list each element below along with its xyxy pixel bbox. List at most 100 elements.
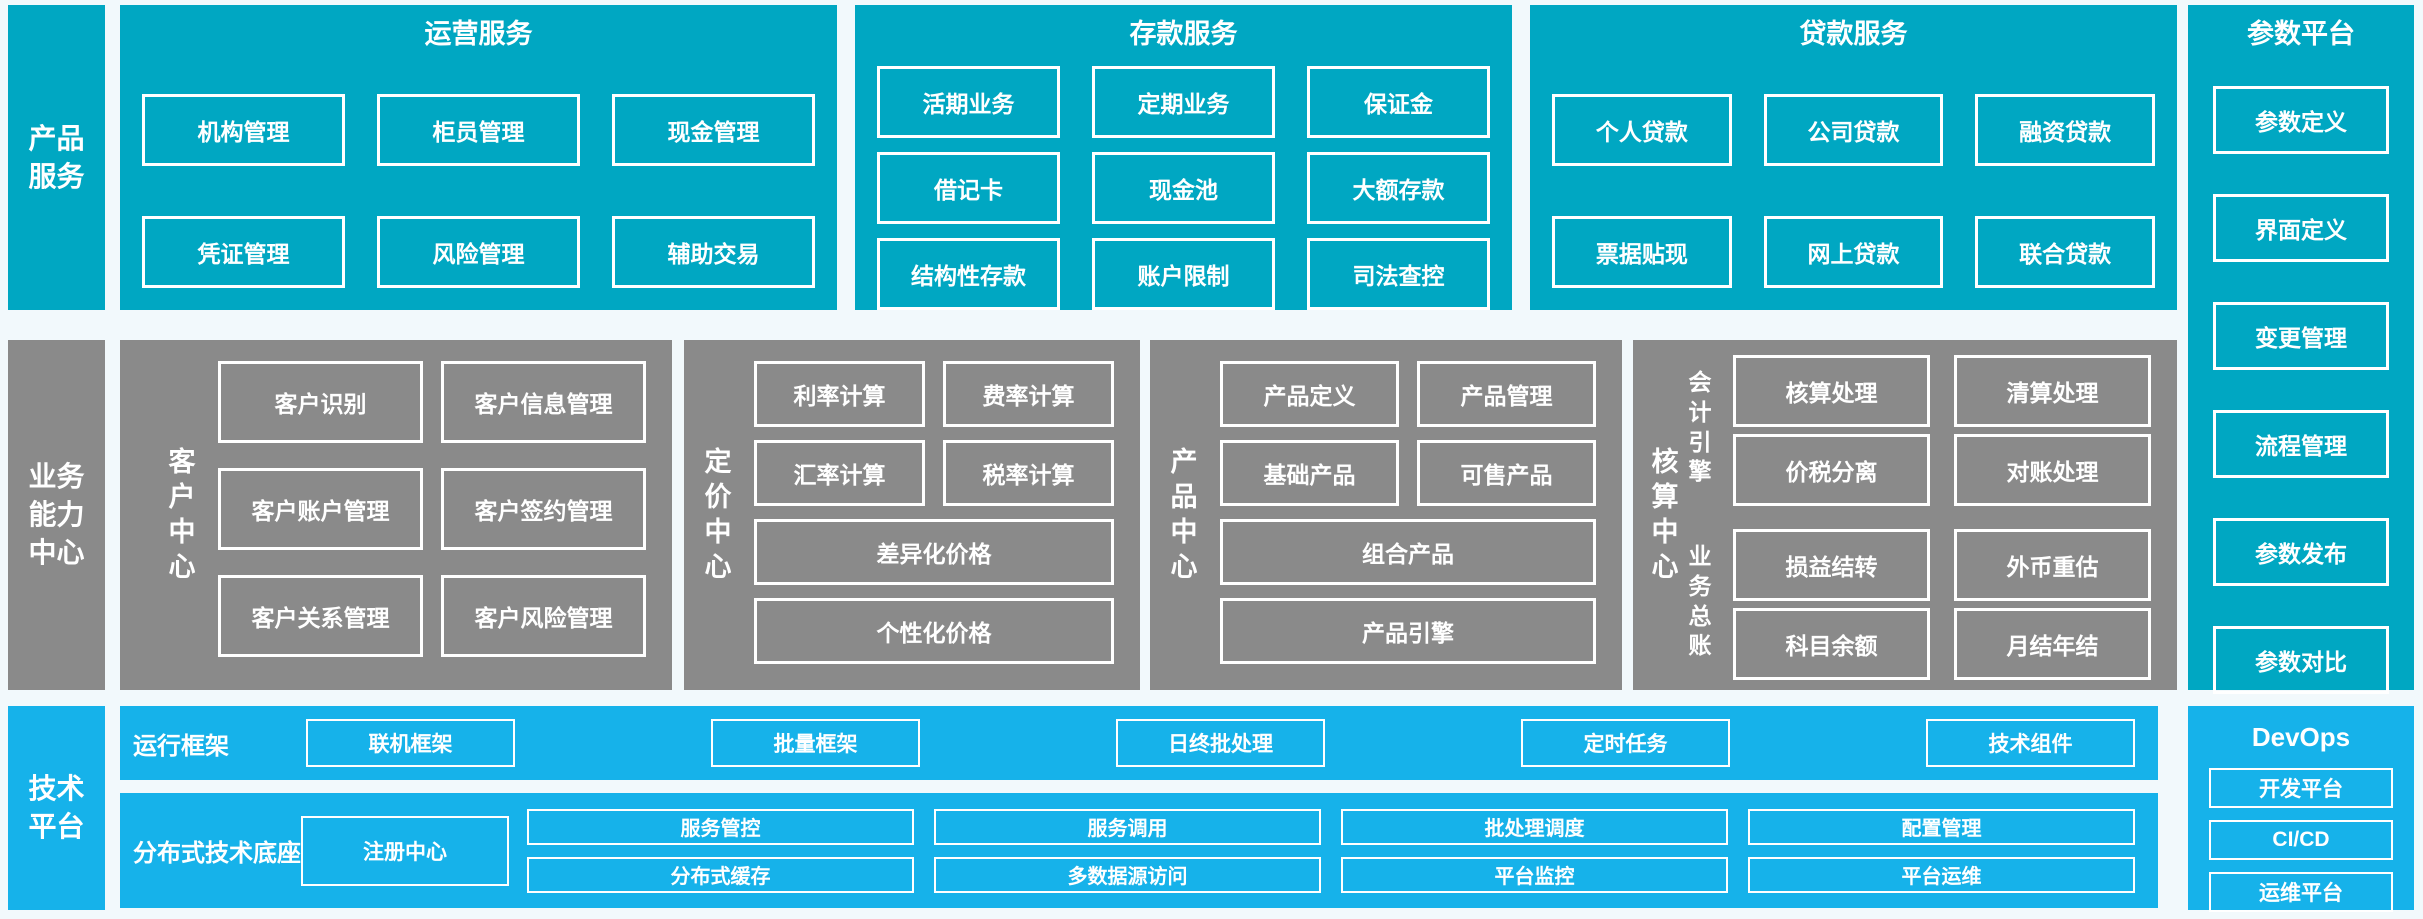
diagram-box: 保证金 [1307,66,1490,139]
band-runtime-framework: 运行框架 联机框架 批量框架 日终批处理 定时任务 技术组件 [120,706,2158,780]
diagram-box: 差异化价格 [754,519,1114,585]
diagram-box: 清算处理 [1954,355,2151,427]
panel-loan-services: 贷款服务 个人贷款 公司贷款 融资贷款 票据贴现 网上贷款 联合贷款 [1530,5,2177,310]
diagram-box: 客户账户管理 [218,468,423,550]
diagram-box: 客户签约管理 [441,468,646,550]
diagram-box: 产品管理 [1417,361,1596,427]
panel-title: 存款服务 [1129,19,1238,49]
diagram-box: 现金管理 [612,94,815,167]
diagram-box: 联机框架 [306,719,515,767]
deposit-grid: 活期业务 定期业务 保证金 借记卡 现金池 大额存款 结构性存款 账户限制 司法… [855,66,1512,311]
diagram-box: 汇率计算 [754,440,925,506]
diagram-box: 对账处理 [1954,434,2151,506]
diagram-box: 科目余额 [1733,608,1930,680]
diagram-box: 大额存款 [1307,152,1490,225]
diagram-box: 现金池 [1092,152,1275,225]
panel-accounting-center: 核算中心 会计引擎 核算处理 清算处理 价税分离 对账处理 业务总账 损益结转 … [1633,340,2177,690]
business-ledger-group: 业务总账 损益结转 外币重估 科目余额 月结年结 [1687,529,2151,680]
diagram-box: 税率计算 [943,440,1114,506]
diagram-box: 批量框架 [711,719,920,767]
diagram-box: 客户关系管理 [218,575,423,657]
group-vertical-label: 会计引擎 [1688,368,1712,485]
diagram-box: CI/CD [2209,820,2393,860]
diagram-box: 价税分离 [1733,434,1930,506]
diagram-box: 辅助交易 [612,216,815,289]
rail-label-business-capability: 业务能力中心 [8,340,105,690]
diagram-box: 利率计算 [754,361,925,427]
diagram-box: 客户信息管理 [441,361,646,443]
diagram-box: 服务调用 [934,808,1321,845]
diagram-box: 月结年结 [1954,608,2151,680]
panel-title: 贷款服务 [1799,19,1908,49]
diagram-box: 参数定义 [2213,86,2389,155]
band-label: 运行框架 [133,732,229,760]
registry-center-box: 注册中心 [301,815,509,886]
diagram-box: 联合贷款 [1975,216,2155,289]
diagram-box: 活期业务 [877,66,1060,139]
rail-label-text: 业务能力中心 [28,461,85,568]
diagram-box: 运维平台 [2209,872,2393,912]
runtime-boxes: 联机框架 批量框架 日终批处理 定时任务 技术组件 [306,719,2135,767]
diagram-box: 网上贷款 [1763,216,1944,289]
diagram-box: 账户限制 [1092,238,1275,311]
diagram-box: 配置管理 [1748,808,2135,845]
diagram-box: 结构性存款 [877,238,1060,311]
rail-label-text: 技术平台 [28,773,85,842]
diagram-box: 分布式缓存 [527,856,914,893]
diagram-box: 变更管理 [2213,302,2389,371]
center-vertical-label: 客户中心 [168,446,196,583]
panel-operation-services: 运营服务 机构管理 柜员管理 现金管理 凭证管理 风险管理 辅助交易 [120,5,837,310]
distributed-grid: 服务管控 服务调用 批处理调度 配置管理 分布式缓存 多数据源访问 平台监控 平… [527,808,2135,893]
panel-pricing-center: 定价中心 利率计算 费率计算 汇率计算 税率计算 差异化价格 个性化价格 [684,340,1140,690]
diagram-box: 平台监控 [1341,856,1728,893]
diagram-box: 借记卡 [877,152,1060,225]
rail-label-technology-platform: 技术平台 [8,706,105,910]
parameter-list: 参数定义 界面定义 变更管理 流程管理 参数发布 参数对比 [2188,86,2414,695]
diagram-box: 票据贴现 [1552,216,1732,289]
diagram-box: 费率计算 [943,361,1114,427]
pricing-grid: 利率计算 费率计算 汇率计算 税率计算 差异化价格 个性化价格 [754,361,1114,664]
diagram-box: 基础产品 [1220,440,1399,506]
diagram-box: 界面定义 [2213,194,2389,263]
accounting-engine-group: 会计引擎 核算处理 清算处理 价税分离 对账处理 [1687,355,2151,506]
diagram-box: 服务管控 [527,808,914,845]
panel-title: 参数平台 [2247,19,2355,49]
diagram-box: 平台运维 [1748,856,2135,893]
panel-parameter-platform: 参数平台 参数定义 界面定义 变更管理 流程管理 参数发布 参数对比 [2188,5,2414,695]
diagram-box: 司法查控 [1307,238,1490,311]
panel-deposit-services: 存款服务 活期业务 定期业务 保证金 借记卡 现金池 大额存款 结构性存款 账户… [855,5,1512,311]
diagram-box: 核算处理 [1733,355,1930,427]
diagram-box: 组合产品 [1220,519,1596,585]
rail-label-text: 产品服务 [28,122,85,192]
customer-grid: 客户识别 客户信息管理 客户账户管理 客户签约管理 客户关系管理 客户风险管理 [218,361,646,657]
panel-title: 运营服务 [424,19,533,49]
diagram-box: 批处理调度 [1341,808,1728,845]
band-distributed-base: 分布式技术底座 注册中心 服务管控 服务调用 批处理调度 配置管理 分布式缓存 … [120,793,2158,908]
accounting-engine-grid: 核算处理 清算处理 价税分离 对账处理 [1733,355,2151,506]
diagram-box: 融资贷款 [1975,94,2155,167]
diagram-box: 多数据源访问 [934,856,1321,893]
band-label: 分布式技术底座 [133,840,301,867]
panel-customer-center: 客户中心 客户识别 客户信息管理 客户账户管理 客户签约管理 客户关系管理 客户… [120,340,672,690]
diagram-box: 参数发布 [2213,518,2389,587]
diagram-box: 个人贷款 [1552,94,1732,167]
diagram-box: 技术组件 [1926,719,2135,767]
diagram-box: 可售产品 [1417,440,1596,506]
group-vertical-label: 业务总账 [1688,542,1712,659]
center-vertical-label: 定价中心 [704,446,732,583]
operation-grid: 机构管理 柜员管理 现金管理 凭证管理 风险管理 辅助交易 [120,94,837,289]
diagram-box: 风险管理 [377,216,580,289]
diagram-box: 客户识别 [218,361,423,443]
diagram-box: 产品定义 [1220,361,1399,427]
diagram-box: 柜员管理 [377,94,580,167]
diagram-box: 机构管理 [142,94,345,167]
panel-devops: DevOps 开发平台 CI/CD 运维平台 [2188,706,2414,912]
center-vertical-label: 核算中心 [1651,446,1679,583]
diagram-box: 损益结转 [1733,529,1930,601]
diagram-box: 开发平台 [2209,768,2393,808]
diagram-box: 日终批处理 [1116,719,1325,767]
diagram-box: 外币重估 [1954,529,2151,601]
loan-grid: 个人贷款 公司贷款 融资贷款 票据贴现 网上贷款 联合贷款 [1530,94,2177,289]
diagram-box: 参数对比 [2213,626,2389,695]
